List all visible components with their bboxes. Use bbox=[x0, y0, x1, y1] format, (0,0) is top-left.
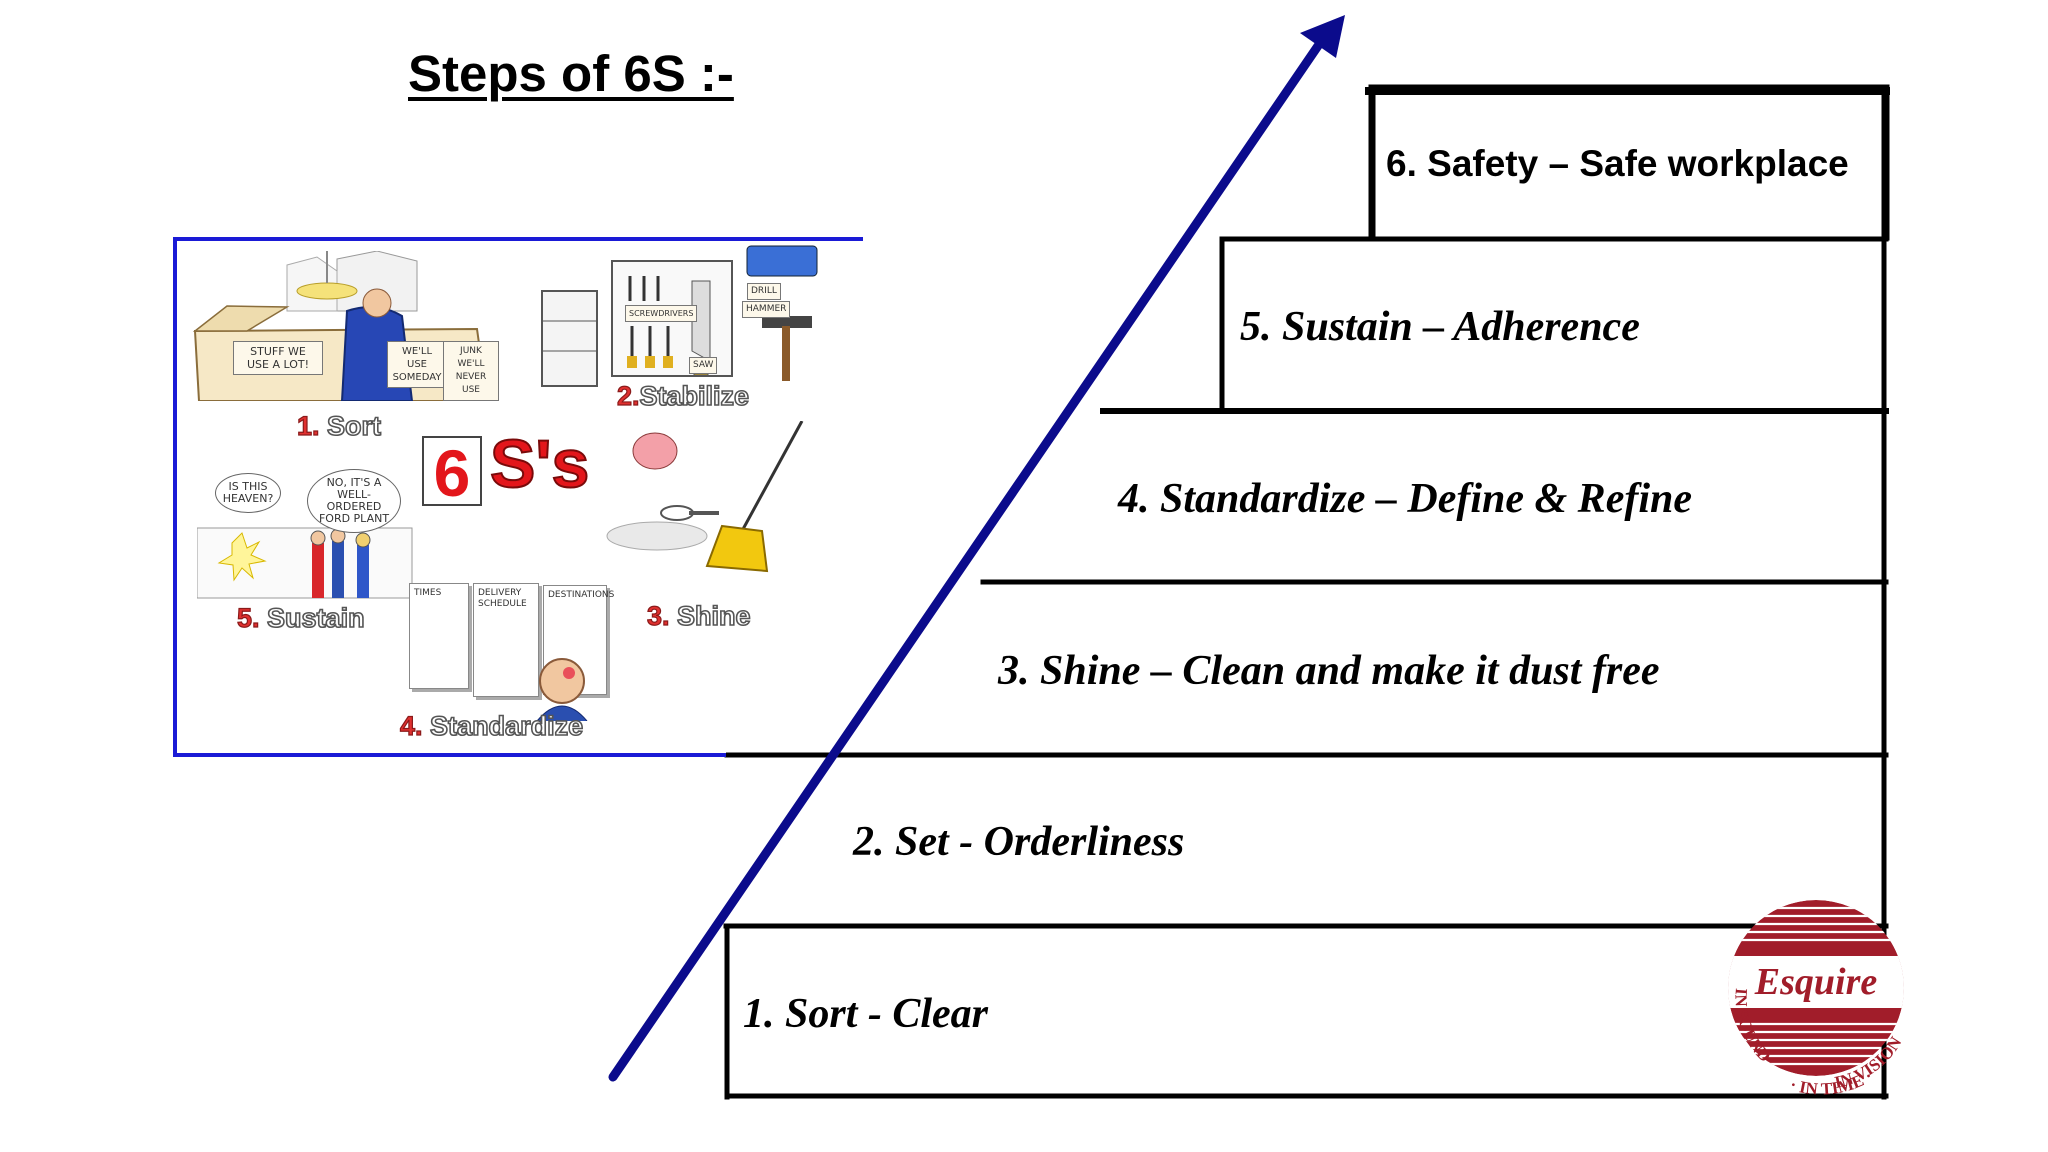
arrow-shaft bbox=[608, 35, 1327, 1082]
logo-disc bbox=[1728, 900, 1904, 1076]
doc-destinations-title: DESTINATIONS bbox=[548, 590, 615, 600]
step-5-label: 5. Sustain – Adherence bbox=[1240, 304, 1640, 350]
s-letters: S's bbox=[489, 425, 590, 503]
doc-delivery-schedule: DELIVERY SCHEDULE bbox=[473, 583, 539, 697]
bubble-ford-plant: NO, IT'S A WELL-ORDERED FORD PLANT bbox=[307, 469, 401, 533]
sustain-scene-drawing bbox=[197, 527, 413, 599]
6s-illustration-panel: STUFF WE USE A LOT! WE'LL USE SOMEDAY JU… bbox=[173, 237, 863, 757]
step-3-label: 3. Shine – Clean and make it dust free bbox=[998, 648, 1660, 694]
caption-sort: 1. Sort bbox=[296, 410, 382, 442]
step-6-label: 6. Safety – Safe workplace bbox=[1386, 143, 1849, 184]
shine-scene-drawing bbox=[606, 421, 804, 573]
caption-shine: 3. Shine bbox=[646, 600, 751, 632]
caption-sustain: 5. Sustain bbox=[236, 602, 365, 634]
step-4-label: 4. Standardize – Define & Refine bbox=[1118, 476, 1692, 522]
esquire-logo: Esquire IN SOUND · IN TIME · IN VISION bbox=[1728, 900, 1906, 1099]
sign-hammer: HAMMER bbox=[742, 301, 791, 318]
step-1-label: 1. Sort - Clear bbox=[743, 991, 989, 1037]
bubble-heaven: IS THIS HEAVEN? bbox=[215, 473, 281, 513]
sign-screwdrivers: SCREWDRIVERS bbox=[625, 305, 698, 322]
caption-standardize: 4. Standardize bbox=[399, 710, 584, 742]
sign-junk: JUNK WE'LL NEVER USE bbox=[443, 341, 499, 401]
six-digit: 6 bbox=[422, 436, 482, 508]
caption-stabilize: 2.Stabilize bbox=[616, 380, 750, 412]
sign-saw: SAW bbox=[689, 357, 718, 374]
logo-wordmark: Esquire bbox=[1754, 961, 1878, 1003]
sign-use-a-lot: STUFF WE USE A LOT! bbox=[233, 341, 323, 375]
standardize-person-drawing bbox=[536, 658, 588, 721]
page-title: Steps of 6S :- bbox=[408, 45, 734, 102]
step-2-label: 2. Set - Orderliness bbox=[853, 819, 1185, 865]
doc-times-title: TIMES bbox=[414, 588, 442, 598]
sign-use-someday: WE'LL USE SOMEDAY bbox=[387, 341, 447, 388]
doc-delivery-title: DELIVERY SCHEDULE bbox=[478, 588, 527, 609]
six-s-logo: 6 S's bbox=[422, 425, 612, 511]
sign-drill: DRILL bbox=[747, 283, 781, 300]
arrow-head bbox=[1300, 15, 1345, 58]
doc-times: TIMES bbox=[409, 583, 469, 689]
